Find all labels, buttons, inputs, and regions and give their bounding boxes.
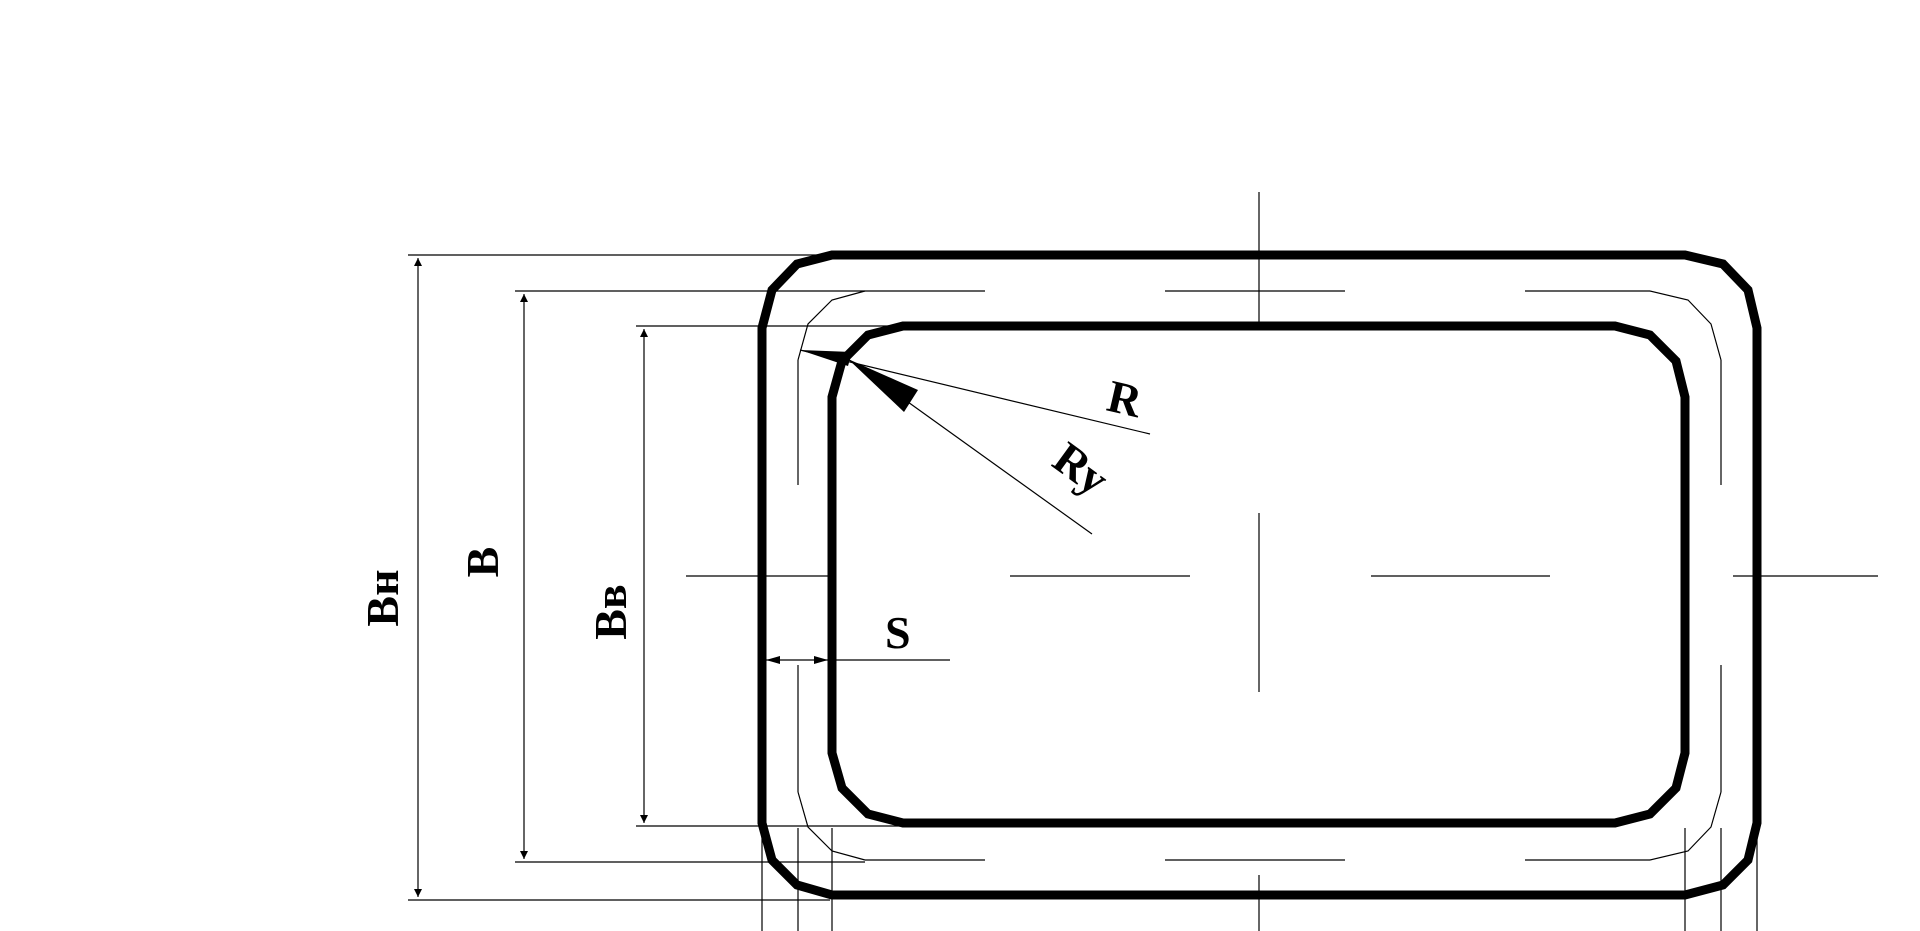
label-inner-height: Bв <box>585 584 636 640</box>
label-radius: R <box>1103 370 1148 427</box>
median-contour <box>797 290 1722 861</box>
inner-contour <box>827 321 1690 828</box>
dimension-lines <box>414 258 1151 897</box>
label-outer-height: Bн <box>357 569 408 626</box>
center-lines <box>686 192 1878 931</box>
label-nominal-height: B <box>457 547 508 578</box>
label-thickness: S <box>885 607 911 658</box>
label-radius-inner: Ry <box>1044 432 1118 505</box>
extension-lines <box>408 254 1758 931</box>
